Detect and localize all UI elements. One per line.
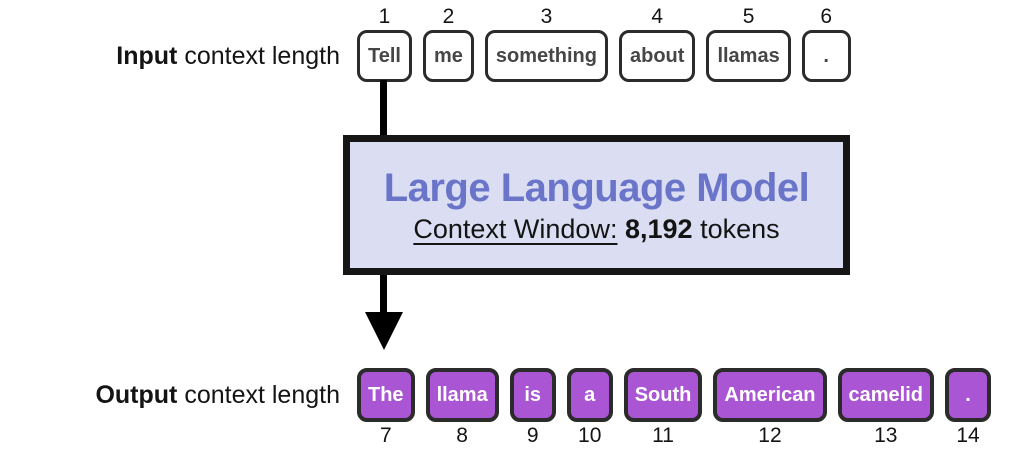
llm-title: Large Language Model: [383, 166, 810, 210]
token-number: 2: [442, 5, 455, 28]
arrowhead-down-icon: [365, 312, 403, 350]
token-text: The: [368, 383, 404, 406]
input-token-box: Tell: [357, 30, 412, 82]
token-number: 14: [956, 424, 980, 447]
output-label-rest: context length: [177, 381, 340, 409]
output-token: camelid 13: [837, 368, 935, 450]
token-text: me: [433, 44, 463, 67]
arrow-model-to-output: [380, 271, 387, 316]
token-number: 7: [379, 424, 392, 447]
input-label-rest: context length: [177, 42, 340, 70]
output-token-box: llama: [425, 368, 499, 422]
output-token-box: South: [623, 368, 703, 422]
token-text: something: [495, 44, 597, 67]
input-token-box: me: [422, 30, 474, 82]
context-window-label: Context Window:: [413, 214, 618, 244]
token-text: Tell: [368, 44, 401, 67]
input-token-row: 1 Tell 2 me 3 something 4: [357, 3, 851, 82]
input-row-label: Input context length: [0, 41, 340, 71]
output-token: llama 8: [425, 368, 499, 450]
output-token-box: is: [509, 368, 556, 422]
token-text: is: [524, 383, 542, 406]
token-number: 5: [742, 5, 755, 28]
token-number: 3: [540, 5, 553, 28]
context-window-unit: tokens: [700, 214, 780, 244]
output-label-bold: Output: [95, 381, 178, 409]
output-token-box: American: [713, 368, 827, 422]
token-text: .: [965, 383, 971, 406]
token-text: llamas: [717, 44, 780, 67]
output-token: The 7: [357, 368, 415, 450]
token-text: camelid: [848, 383, 924, 406]
input-token: 2 me: [422, 3, 474, 82]
token-number: 9: [526, 424, 539, 447]
llm-box: Large Language Model Context Window: 8,1…: [343, 135, 850, 275]
output-token-box: a: [566, 368, 613, 422]
input-token-box: about: [619, 30, 696, 82]
token-number: 4: [651, 5, 664, 28]
context-window-value: 8,192: [624, 214, 693, 244]
token-text: .: [823, 44, 829, 67]
output-token-box: .: [945, 368, 992, 422]
input-token: 5 llamas: [706, 3, 791, 82]
input-token-box: something: [484, 30, 608, 82]
input-token-box: llamas: [706, 30, 791, 82]
input-token: 1 Tell: [357, 3, 412, 82]
token-text: a: [584, 383, 596, 406]
llm-subtitle: Context Window: 8,192 tokens: [413, 214, 779, 245]
output-token-box: camelid: [837, 368, 935, 422]
input-token-box: .: [801, 30, 851, 82]
token-number: 13: [874, 424, 898, 447]
token-number: 8: [456, 424, 468, 447]
input-token: 6 .: [801, 3, 851, 82]
input-token: 3 something: [484, 3, 608, 82]
output-token: . 14: [945, 368, 992, 450]
output-row-label: Output context length: [0, 380, 340, 410]
token-text: American: [724, 383, 816, 406]
output-token-row: The 7 llama 8 is 9 a: [357, 368, 992, 450]
token-text: South: [634, 383, 692, 406]
token-number: 1: [378, 5, 391, 28]
token-number: 12: [758, 424, 782, 447]
token-number: 6: [820, 5, 833, 28]
arrow-input-to-model: [380, 80, 387, 137]
output-token: South 11: [623, 368, 703, 450]
token-text: about: [630, 44, 685, 67]
token-number: 10: [578, 424, 602, 447]
input-label-bold: Input: [116, 42, 178, 70]
output-token: is 9: [509, 368, 556, 450]
token-number: 11: [652, 424, 674, 447]
output-token-box: The: [357, 368, 415, 422]
output-token: American 12: [713, 368, 827, 450]
token-text: llama: [436, 383, 488, 406]
input-token: 4 about: [619, 3, 696, 82]
output-token: a 10: [566, 368, 613, 450]
